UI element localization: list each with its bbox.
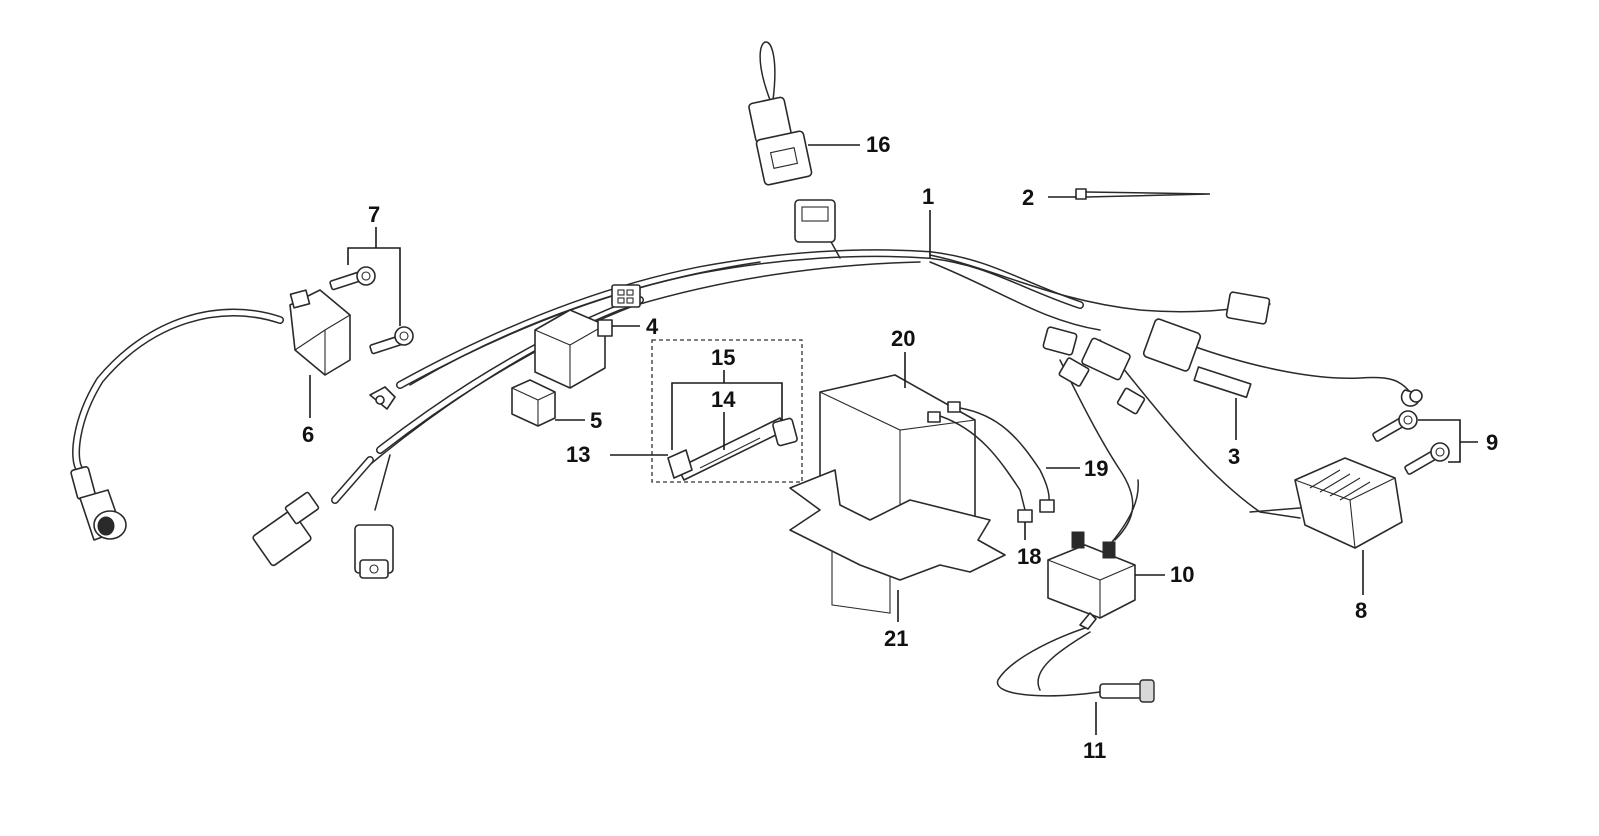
callout-2: 2 bbox=[1022, 185, 1034, 210]
callout-1: 1 bbox=[922, 184, 934, 209]
starter-solenoid-10[interactable] bbox=[1047, 479, 1139, 619]
regulator-8[interactable] bbox=[1249, 457, 1403, 549]
callout-labels: 1 2 3 4 5 6 7 8 9 10 11 13 14 15 16 18 1… bbox=[302, 132, 1498, 763]
callout-18: 18 bbox=[1017, 544, 1041, 569]
cable-tie[interactable] bbox=[1075, 188, 1211, 200]
callout-4: 4 bbox=[646, 314, 659, 339]
leader-lines bbox=[309, 144, 1478, 735]
callout-6: 6 bbox=[302, 422, 314, 447]
battery-cables[interactable] bbox=[939, 407, 1055, 523]
bolt-set-7[interactable] bbox=[329, 266, 414, 355]
callout-15: 15 bbox=[711, 345, 735, 370]
callout-13: 13 bbox=[566, 442, 590, 467]
callout-10: 10 bbox=[1170, 562, 1194, 587]
lead-wire-11[interactable] bbox=[996, 612, 1155, 703]
callout-21: 21 bbox=[884, 626, 908, 651]
diagnostic-connector[interactable] bbox=[748, 41, 813, 186]
callout-14: 14 bbox=[711, 387, 736, 412]
sensor-unit[interactable] bbox=[70, 289, 351, 541]
bolt-set-9[interactable] bbox=[1372, 410, 1450, 475]
callout-16: 16 bbox=[866, 132, 890, 157]
callout-8: 8 bbox=[1355, 598, 1367, 623]
callout-11: 11 bbox=[1083, 738, 1106, 763]
battery-pad-21[interactable] bbox=[789, 469, 1006, 581]
callout-3: 3 bbox=[1228, 444, 1240, 469]
callout-7: 7 bbox=[368, 202, 380, 227]
callout-9: 9 bbox=[1486, 430, 1498, 455]
relay-4[interactable] bbox=[534, 309, 613, 389]
callout-20: 20 bbox=[891, 326, 915, 351]
cover-cap-5[interactable] bbox=[511, 379, 556, 427]
strap-kit-box[interactable] bbox=[651, 339, 803, 483]
main-wire-harness[interactable] bbox=[252, 199, 1423, 579]
callout-19: 19 bbox=[1084, 456, 1108, 481]
callout-5: 5 bbox=[590, 408, 602, 433]
